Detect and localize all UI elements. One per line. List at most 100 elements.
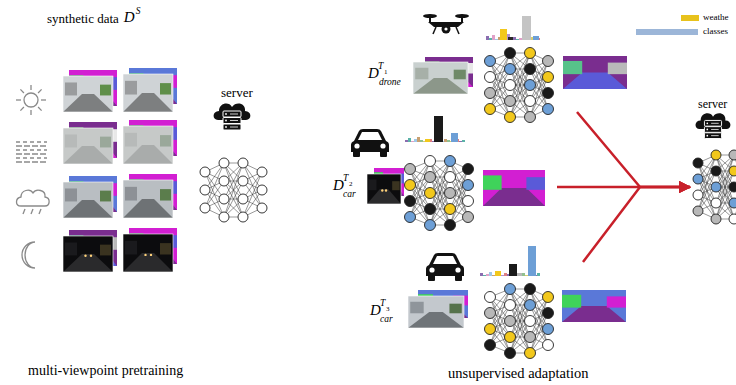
image-light [381, 189, 383, 191]
image-building [65, 242, 77, 255]
scene-image [367, 174, 401, 204]
nn-neuron [729, 214, 736, 224]
nn-neuron [525, 80, 536, 91]
nn-neuron [463, 164, 474, 175]
dataset-symbol: D [368, 66, 379, 81]
dataset-superscript: S [136, 7, 141, 17]
dataset-index: 2 [349, 181, 353, 188]
image-frame [367, 174, 401, 204]
class-bar [489, 38, 492, 40]
fog-icon [16, 145, 47, 146]
sun-ray [38, 89, 42, 93]
rotor-post [429, 16, 431, 22]
client-car: DT3car [365, 262, 632, 362]
class-bar [483, 275, 486, 276]
nn-neuron [485, 88, 496, 99]
nn-neuron [525, 112, 536, 123]
dataset-symbol: D [333, 178, 344, 193]
nn-neuron [425, 172, 436, 183]
car-wheel [353, 151, 360, 157]
nn-neuron [485, 308, 496, 319]
image-sky [123, 74, 173, 112]
nn-neuron [445, 188, 456, 199]
car-headlight [380, 143, 385, 148]
class-bar [516, 39, 519, 40]
legend-swatch [636, 29, 698, 35]
nn-connection [430, 161, 450, 209]
nn-neuron [425, 188, 436, 199]
nn-connection [510, 69, 530, 117]
sun-ray [20, 89, 24, 93]
image-frame [408, 296, 464, 328]
nn-neuron [219, 158, 229, 168]
nn-neuron [711, 198, 721, 208]
car-headlight [354, 143, 359, 148]
sun-ray [30, 110, 31, 115]
nn-neuron [729, 150, 736, 160]
weather-bar [509, 264, 517, 276]
car-body [426, 253, 464, 276]
class-bar [492, 275, 495, 276]
image-vegetation [100, 245, 111, 256]
image-building [368, 179, 376, 190]
class-bar [519, 38, 522, 40]
image-vegetation [160, 243, 171, 254]
nn-neuron [445, 172, 456, 183]
nn-neuron [485, 56, 496, 67]
nn-neuron [711, 166, 721, 176]
mask-region [562, 295, 581, 308]
class-bar [405, 140, 408, 142]
nn-neuron [505, 300, 516, 311]
nn-neuron [485, 292, 496, 303]
nn-neuron [525, 300, 536, 311]
image-road [63, 254, 113, 272]
class-bar [426, 140, 429, 142]
server-node: server [198, 84, 268, 232]
nn-connection [430, 177, 450, 225]
nn-neuron [711, 182, 721, 192]
server-label: server [698, 98, 727, 110]
nn-neuron [463, 180, 474, 191]
sun-ray [38, 107, 42, 111]
weather-bar [528, 246, 536, 276]
nn-neuron [238, 176, 248, 186]
nn-neuron [463, 212, 474, 223]
client-car: DT2car [325, 113, 557, 238]
dataset-symbol: D [124, 10, 135, 25]
nn-neuron [543, 56, 554, 67]
histogram [480, 246, 540, 276]
nn-neuron [405, 212, 416, 223]
fog-icon [16, 149, 47, 150]
histogram [405, 116, 465, 142]
image-frame [123, 126, 173, 164]
nn-neuron [485, 104, 496, 115]
nn-neuron [505, 348, 516, 359]
nn-neuron [200, 167, 210, 177]
scene-image [123, 126, 173, 164]
server-slot [711, 135, 719, 136]
nn-connection [716, 155, 734, 203]
class-bar [480, 273, 483, 276]
class-bar [513, 37, 516, 40]
heading: synthetic data [47, 12, 119, 25]
class-bar [525, 275, 528, 276]
image-building [65, 82, 77, 95]
drone-camera [442, 25, 451, 34]
class-bar [489, 272, 492, 276]
nn-neuron [200, 185, 210, 195]
nn-neuron [543, 324, 554, 335]
mask-region [483, 188, 545, 206]
image-building [65, 134, 77, 147]
image-sky [123, 180, 173, 218]
class-bar [411, 141, 414, 142]
class-bar [417, 137, 420, 142]
image-vegetation [160, 189, 171, 200]
class-bar [486, 274, 489, 276]
server-slot [711, 129, 719, 130]
scene-image [413, 62, 468, 94]
image-vegetation [100, 85, 111, 96]
server-label: server [221, 86, 253, 99]
image-frame [63, 76, 113, 112]
car-headlight [429, 267, 434, 272]
image-road [63, 94, 113, 112]
